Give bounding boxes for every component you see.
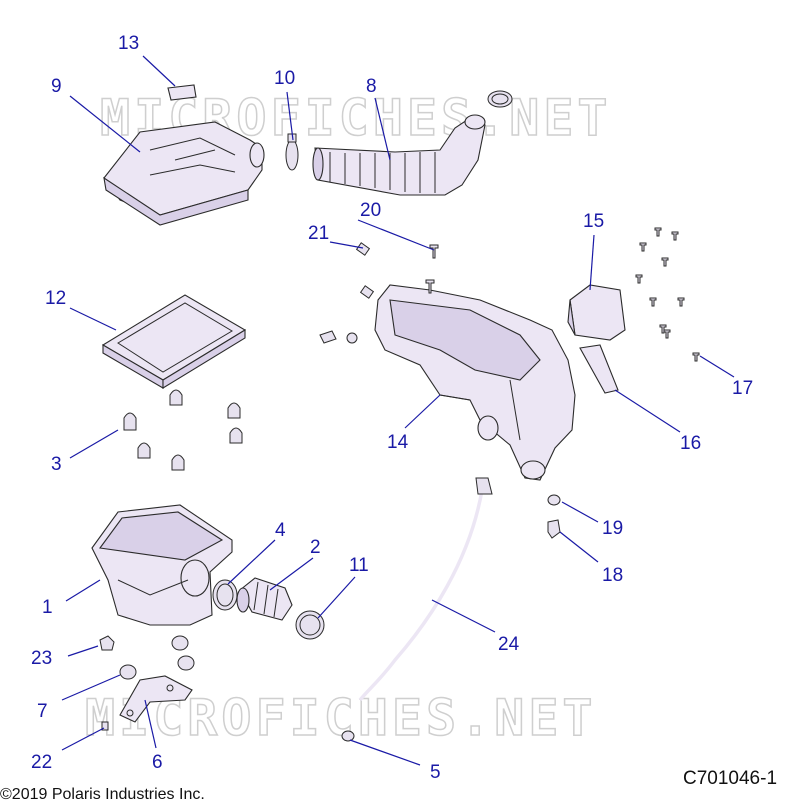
callout-9: 9	[51, 76, 62, 97]
part-1-airbox-base	[91, 504, 233, 626]
callout-12: 12	[45, 288, 66, 309]
callout-6: 6	[152, 752, 163, 773]
part-7-grommets	[119, 635, 195, 680]
part-10-clamp	[285, 133, 299, 171]
callout-15: 15	[583, 211, 604, 232]
part-20-screws	[425, 244, 439, 294]
callout-18: 18	[602, 565, 623, 586]
part-2-boot	[236, 577, 293, 621]
callout-2: 2	[310, 537, 321, 558]
part-16-pad	[579, 344, 619, 394]
callout-4: 4	[275, 520, 286, 541]
part-14-resonator	[319, 284, 576, 481]
callout-13: 13	[118, 33, 139, 54]
part-8-clamp	[487, 90, 513, 108]
part-8-intake-tube	[312, 114, 486, 196]
callout-7: 7	[37, 701, 48, 722]
callout-10: 10	[274, 68, 295, 89]
part-12-air-filter	[101, 294, 247, 389]
callout-14: 14	[387, 432, 409, 453]
figure-code: C701046-1	[683, 768, 777, 789]
part-18-fitting	[547, 519, 561, 539]
callout-24: 24	[498, 634, 520, 655]
callout-20: 20	[360, 200, 381, 221]
callout-21: 21	[308, 223, 329, 244]
part-5-clamp	[341, 730, 355, 742]
callout-22: 22	[31, 752, 52, 773]
part-6-bracket	[119, 675, 193, 723]
callout-17: 17	[732, 378, 753, 399]
callout-23: 23	[31, 648, 52, 669]
part-21-clips	[355, 242, 375, 299]
part-4-clamp	[212, 579, 238, 611]
callout-11: 11	[349, 555, 369, 576]
part-23-grommet	[99, 635, 115, 651]
callout-5: 5	[430, 762, 441, 783]
part-17-screws	[635, 227, 700, 362]
leader-lines	[61, 55, 735, 766]
part-19-grommet	[547, 494, 561, 506]
part-22-fastener	[101, 721, 109, 731]
callout-3: 3	[51, 454, 62, 475]
callout-8: 8	[366, 76, 377, 97]
part-15-cover	[567, 284, 626, 341]
callout-16: 16	[680, 433, 701, 454]
part-9-airbox-cover	[103, 121, 265, 226]
callout-19: 19	[602, 518, 623, 539]
copyright-text: ©2019 Polaris Industries Inc.	[0, 786, 205, 800]
part-13-decal	[167, 84, 197, 101]
callout-numbers: 1 2 3 4 5 6 7 8 9 10 11 12 13 14 15 16 1…	[31, 33, 753, 783]
part-3-clips	[123, 389, 243, 471]
part-11-clamp	[295, 610, 325, 640]
part-24-drain-hose	[358, 477, 493, 702]
callout-1: 1	[42, 597, 53, 618]
